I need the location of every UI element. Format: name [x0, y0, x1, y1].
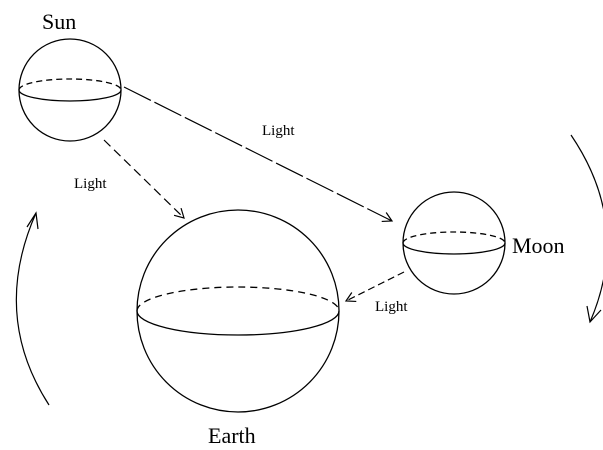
- moon-label: Moon: [512, 235, 565, 257]
- rotation-arc-right: [571, 135, 603, 322]
- light-label-sun-earth: Light: [74, 177, 107, 192]
- earth-sphere: [137, 210, 339, 412]
- sun-label: Sun: [42, 11, 76, 33]
- sun-sphere: [19, 39, 121, 141]
- light-arrow-moon-to-earth: [346, 272, 404, 301]
- light-arrow-sun-to-earth: [104, 140, 184, 218]
- light-label-sun-moon: Light: [262, 124, 295, 139]
- moon-sphere: [403, 192, 505, 294]
- light-arrow-sun-to-moon: [124, 87, 392, 221]
- rotation-arc-left: [16, 213, 49, 405]
- earth-label: Earth: [208, 425, 256, 447]
- light-label-moon-earth: Light: [375, 300, 408, 315]
- rotation-arrowhead-right: [587, 306, 601, 322]
